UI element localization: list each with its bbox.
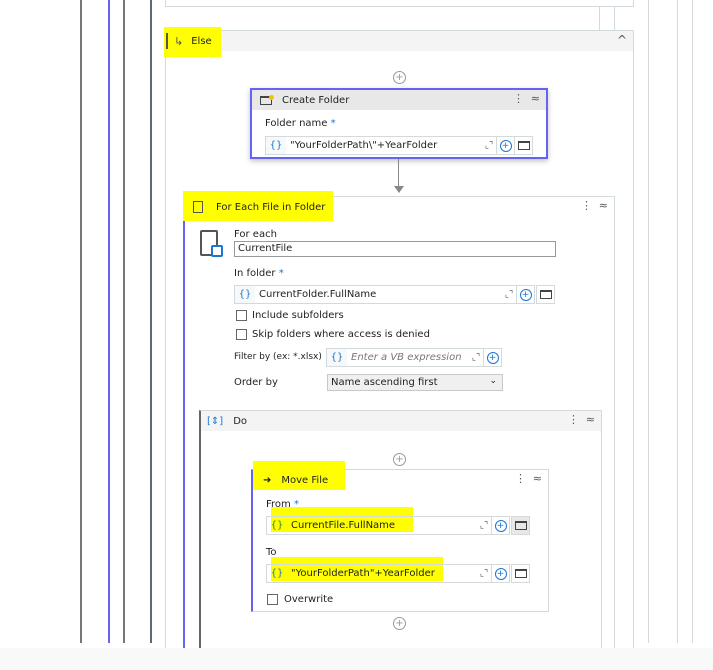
collapse-icon[interactable]: ≈ [585, 413, 595, 426]
for-each-label: For each [234, 229, 277, 240]
for-each-file-icon [193, 201, 203, 213]
create-folder-header[interactable]: Create Folder ⋮ ≈ [252, 90, 546, 110]
sequence-icon: [⇕] [207, 415, 224, 427]
overwrite-checkbox[interactable] [267, 594, 278, 605]
to-input[interactable]: {} "YourFolderPath"+YearFolder ⌞⌝ [266, 564, 492, 583]
folder-icon [539, 290, 552, 299]
browse-folder-button[interactable] [514, 136, 533, 155]
order-by-select[interactable]: Name ascending first ⌄ [327, 374, 503, 391]
create-folder-icon [260, 95, 272, 105]
expand-icon[interactable]: ⌞⌝ [479, 520, 489, 531]
folder-icon [514, 521, 527, 530]
chevron-up-icon[interactable]: ^ [616, 33, 627, 47]
expand-icon[interactable]: ⌞⌝ [471, 352, 481, 363]
for-each-title: For Each File in Folder [216, 201, 326, 213]
for-each-file-activity[interactable]: For Each File in Folder ⋮ ≈ For each Cur… [183, 191, 615, 660]
browse-folder-button[interactable] [511, 564, 530, 583]
browse-folder-button[interactable] [536, 285, 555, 304]
add-activity-button[interactable]: + [393, 453, 406, 466]
move-file-title: Move File [281, 474, 329, 486]
expression-icon: {} [270, 568, 284, 579]
expand-icon[interactable]: ⌞⌝ [504, 289, 514, 300]
include-subfolders-label: Include subfolders [252, 310, 344, 321]
folder-icon [517, 141, 530, 150]
for-each-header[interactable]: For Each File in Folder ⋮ ≈ [185, 197, 614, 217]
for-each-large-icon [200, 230, 218, 256]
expand-icon[interactable]: ⌞⌝ [484, 140, 494, 151]
do-header[interactable]: [⇕] Do ⋮ ≈ [201, 411, 601, 431]
collapse-icon[interactable]: ≈ [598, 199, 608, 212]
expression-icon: {} [235, 286, 255, 303]
overwrite-label: Overwrite [284, 594, 334, 605]
add-activity-button[interactable]: + [393, 617, 406, 630]
do-sequence[interactable]: [⇕] Do ⋮ ≈ + ➜ Move File ⋮ ≈ From * {} C… [199, 410, 602, 660]
move-file-activity[interactable]: ➜ Move File ⋮ ≈ From * {} CurrentFile.Fu… [251, 461, 549, 612]
canvas-line [80, 0, 82, 643]
more-options-icon[interactable]: ⋮ [513, 92, 524, 105]
canvas-line [692, 0, 693, 643]
collapse-icon[interactable]: ≈ [532, 472, 542, 485]
move-file-header[interactable]: ➜ Move File ⋮ ≈ [253, 470, 548, 490]
more-options-icon[interactable]: ⋮ [581, 199, 592, 212]
canvas-line [677, 0, 678, 643]
plus-button[interactable]: + [491, 516, 510, 535]
folder-name-label: Folder name * [265, 118, 336, 129]
move-file-icon: ➜ [263, 474, 272, 486]
connector-arrow [398, 159, 399, 187]
do-title: Do [233, 415, 248, 427]
expand-icon[interactable]: ⌞⌝ [479, 568, 489, 579]
create-folder-title: Create Folder [282, 94, 350, 106]
canvas-line [123, 0, 125, 643]
refresh-badge [211, 245, 223, 257]
from-input[interactable]: {} CurrentFile.FullName ⌞⌝ [266, 516, 492, 535]
chevron-down-icon: ⌄ [489, 376, 497, 386]
to-label: To [266, 547, 277, 558]
plus-button[interactable]: + [483, 348, 502, 367]
order-by-label: Order by [234, 377, 278, 388]
expression-icon: {} [270, 520, 284, 531]
else-header[interactable]: ↳ Else ^ [164, 27, 633, 57]
plus-button[interactable]: + [491, 564, 510, 583]
canvas-line [150, 0, 152, 643]
in-folder-label: In folder * [234, 268, 284, 279]
plus-button[interactable]: + [496, 136, 515, 155]
arrow-head [394, 186, 404, 193]
skip-denied-checkbox[interactable] [236, 329, 247, 340]
else-arrow-icon: ↳ [174, 34, 184, 48]
from-label: From * [266, 499, 299, 510]
plus-button[interactable]: + [516, 285, 535, 304]
folder-name-input[interactable]: {} "YourFolderPath\"+YearFolder ⌞⌝ [265, 136, 497, 155]
create-folder-activity[interactable]: Create Folder ⋮ ≈ Folder name * {} "Your… [250, 88, 548, 159]
expression-icon: {} [266, 137, 286, 154]
add-activity-button[interactable]: + [393, 71, 406, 84]
filter-input[interactable]: {} Enter a VB expression ⌞⌝ [326, 348, 484, 367]
filter-label: Filter by (ex: *.xlsx) [234, 352, 322, 362]
collapse-icon[interactable]: ≈ [530, 92, 540, 105]
bottom-bar [0, 648, 713, 670]
in-folder-input[interactable]: {} CurrentFolder.FullName ⌞⌝ [234, 285, 517, 304]
browse-file-button[interactable] [511, 516, 530, 535]
skip-denied-label: Skip folders where access is denied [252, 329, 430, 340]
canvas-line [108, 0, 110, 643]
yellow-dot [269, 95, 274, 100]
include-subfolders-checkbox[interactable] [236, 310, 247, 321]
more-options-icon[interactable]: ⋮ [568, 413, 579, 426]
more-options-icon[interactable]: ⋮ [515, 472, 526, 485]
else-title: Else [191, 35, 212, 47]
previous-block [165, 0, 634, 7]
for-each-variable-input[interactable]: CurrentFile [234, 241, 556, 257]
canvas-line [648, 0, 649, 643]
folder-icon [514, 569, 527, 578]
expression-icon: {} [327, 349, 347, 366]
